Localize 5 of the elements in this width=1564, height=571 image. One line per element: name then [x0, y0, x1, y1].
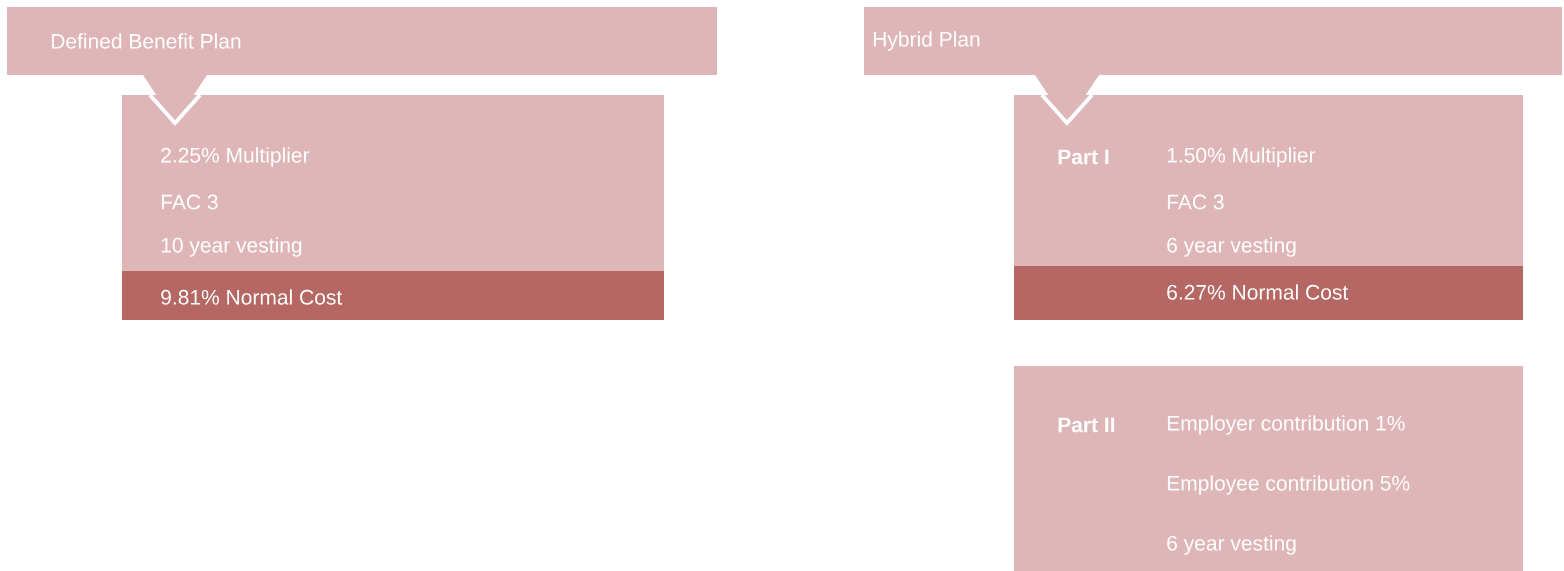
cost-band: 9.81% Normal Cost: [122, 271, 664, 320]
pointer-arrow: [143, 75, 207, 126]
plan-box: Part II Employer contribution 1% Employee contribution 5% 6 year vesting: [1014, 366, 1523, 571]
cost-band: 6.27% Normal Cost: [1014, 266, 1523, 320]
pointer-arrow: [1035, 75, 1099, 126]
